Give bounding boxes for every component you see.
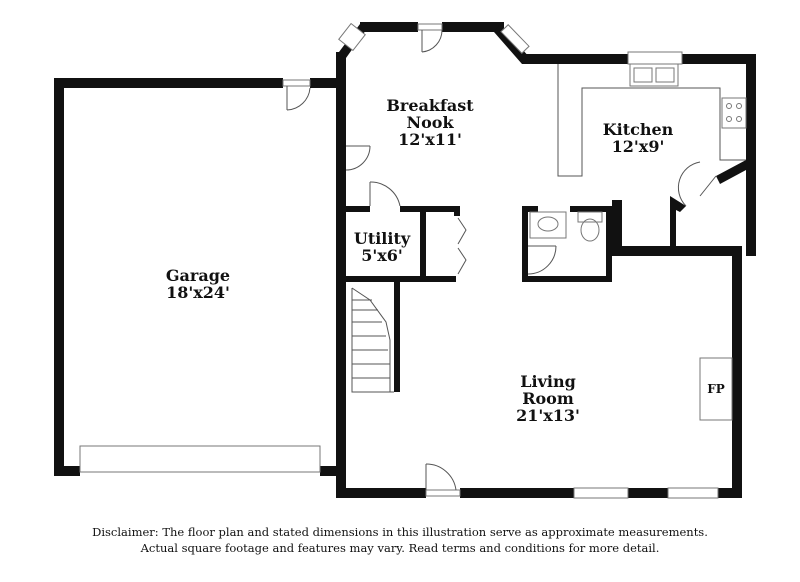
breakfast-nook-dims: 12'x11' (398, 130, 462, 149)
windows (338, 22, 719, 499)
kitchen-label: Kitchen (603, 120, 674, 139)
disclaimer: Disclaimer: The floor plan and stated di… (0, 524, 800, 556)
garage-overhead-door (79, 445, 321, 473)
fireplace (699, 357, 733, 421)
pantry-door (677, 161, 717, 207)
floor-plan: Breakfast Nook 12'x11' Kitchen 12'x9' Ut… (54, 22, 756, 499)
utility-label: Utility (354, 229, 411, 248)
staircase (351, 287, 394, 393)
fireplace-label: FP (707, 382, 725, 396)
breakfast-nook-label: Breakfast (386, 96, 474, 115)
utility-door (369, 181, 401, 207)
utility-walls (346, 206, 460, 282)
living-room-label: Living (520, 372, 576, 391)
powder-room-door (527, 245, 557, 275)
powder-room-fixtures (529, 211, 603, 242)
garage-dims: 18'x24' (166, 283, 230, 302)
closet-bifold-doors (457, 217, 467, 275)
nook-exterior-door (417, 23, 443, 53)
disclaimer-line-2: Actual square footage and features may v… (140, 541, 660, 555)
powder-room-walls (522, 206, 612, 282)
living-room-label-2: Room (522, 389, 574, 408)
garage-walls (54, 78, 346, 476)
front-door (425, 463, 461, 497)
stair-wall (394, 282, 400, 392)
disclaimer-line-1: Disclaimer: The floor plan and stated di… (92, 525, 708, 539)
breakfast-nook-label-2: Nook (406, 113, 454, 132)
garage-label: Garage (166, 266, 230, 285)
kitchen-walls (612, 160, 746, 256)
kitchen-dims: 12'x9' (612, 137, 665, 156)
garage-entry-door (282, 79, 311, 111)
house-garage-door (345, 145, 371, 171)
kitchen-counter (557, 63, 747, 177)
living-room-dims: 21'x13' (516, 406, 580, 425)
utility-dims: 5'x6' (361, 246, 403, 265)
